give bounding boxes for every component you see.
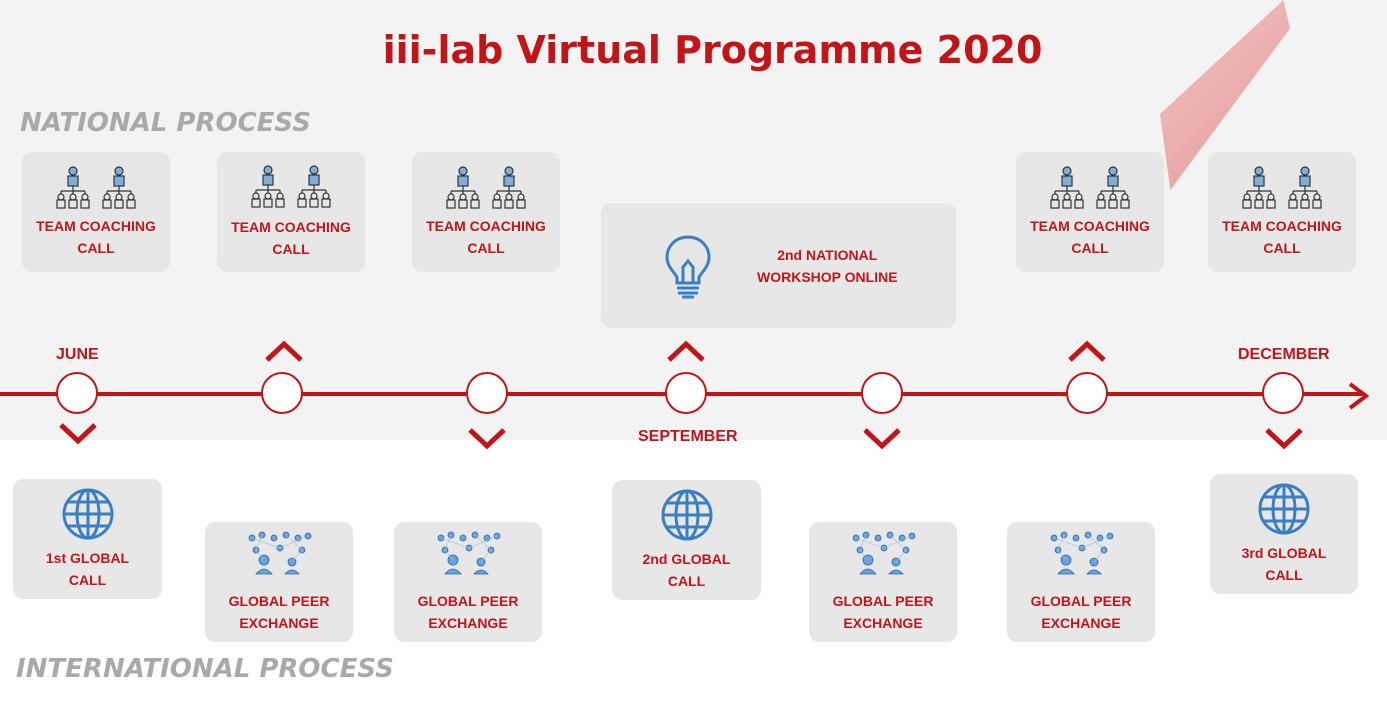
card-label: 3rd GLOBAL CALL	[1242, 542, 1327, 586]
card-label-line2: CALL	[1263, 240, 1301, 256]
card-label-line1: GLOBAL PEER	[228, 593, 330, 609]
card-label: TEAM COACHING CALL	[36, 215, 156, 259]
card-label: 2nd NATIONAL WORKSHOP ONLINE	[757, 244, 898, 288]
international-card-5: GLOBAL PEER EXCHANGE	[809, 522, 957, 642]
card-label-line2: CALL	[77, 240, 115, 256]
month-label-september: SEPTEMBER	[638, 428, 738, 445]
card-label-line1: TEAM COACHING	[426, 218, 546, 234]
card-label-line1: GLOBAL PEER	[1030, 593, 1132, 609]
chevron-up-icon	[265, 340, 303, 362]
international-card-1: 1st GLOBAL CALL	[13, 479, 162, 599]
card-label: GLOBAL PEER EXCHANGE	[229, 590, 330, 634]
card-label: TEAM COACHING CALL	[426, 215, 546, 259]
card-label: GLOBAL PEER EXCHANGE	[1031, 590, 1132, 634]
card-label-line1: 2nd NATIONAL	[777, 246, 878, 263]
card-label-line1: 3rd GLOBAL	[1241, 545, 1327, 561]
international-card-2: GLOBAL PEER EXCHANGE	[205, 522, 353, 642]
people-network-icon	[852, 531, 916, 575]
card-label-line2: EXCHANGE	[843, 615, 923, 631]
chevron-up-icon	[667, 340, 705, 362]
national-card-3: TEAM COACHING CALL	[412, 152, 560, 272]
card-label-line1: TEAM COACHING	[1030, 218, 1150, 234]
card-label-line1: 1st GLOBAL	[45, 550, 130, 566]
globe-icon	[1258, 483, 1310, 535]
card-label: 1st GLOBAL CALL	[46, 547, 129, 591]
card-label: 2nd GLOBAL CALL	[643, 548, 731, 592]
international-card-3: GLOBAL PEER EXCHANGE	[394, 522, 542, 642]
card-label-line2: EXCHANGE	[1041, 615, 1121, 631]
card-label: GLOBAL PEER EXCHANGE	[418, 590, 519, 634]
team-hierarchy-icon	[1242, 166, 1322, 209]
timeline-node-december	[1262, 372, 1304, 414]
timeline-node-june	[56, 372, 98, 414]
month-label-june: JUNE	[56, 346, 99, 363]
timeline-node-october	[861, 372, 903, 414]
globe-icon	[62, 488, 113, 540]
card-label-line2: WORKSHOP ONLINE	[757, 268, 898, 285]
card-label-line2: CALL	[667, 573, 706, 589]
timeline-node-august	[466, 372, 508, 414]
chevron-up-icon	[1068, 340, 1106, 362]
card-label-line1: GLOBAL PEER	[832, 593, 934, 609]
timeline-node-july	[261, 372, 303, 414]
team-hierarchy-icon	[56, 166, 136, 209]
national-card-5: TEAM COACHING CALL	[1016, 152, 1164, 272]
people-network-icon	[248, 531, 312, 575]
card-label-line2: EXCHANGE	[239, 615, 319, 631]
team-hierarchy-icon	[446, 166, 526, 209]
national-card-6: TEAM COACHING CALL	[1208, 152, 1356, 272]
card-label-line2: CALL	[68, 572, 107, 588]
card-label-line2: CALL	[1071, 240, 1109, 256]
card-label-line1: 2nd GLOBAL	[642, 551, 731, 567]
card-label-line1: TEAM COACHING	[231, 219, 351, 235]
timeline-node-november	[1066, 372, 1108, 414]
card-label: TEAM COACHING CALL	[1030, 215, 1150, 259]
card-label-line2: CALL	[467, 240, 505, 256]
card-label: TEAM COACHING CALL	[231, 216, 351, 260]
team-hierarchy-icon	[1050, 166, 1130, 209]
timeline-arrowhead	[1348, 382, 1370, 410]
chevron-down-icon	[1265, 428, 1303, 450]
national-process-label: NATIONAL PROCESS	[20, 108, 311, 138]
chevron-down-icon	[59, 423, 97, 445]
card-label: TEAM COACHING CALL	[1222, 215, 1342, 259]
national-card-1: TEAM COACHING CALL	[22, 152, 170, 272]
page-title: iii-lab Virtual Programme 2020	[382, 28, 1043, 72]
people-network-icon	[437, 531, 501, 575]
globe-icon	[661, 489, 712, 541]
international-card-4: 2nd GLOBAL CALL	[612, 480, 761, 600]
card-label: GLOBAL PEER EXCHANGE	[833, 590, 934, 634]
national-card-4: 2nd NATIONAL WORKSHOP ONLINE	[601, 203, 956, 328]
lightbulb-icon	[665, 234, 711, 298]
international-card-7: 3rd GLOBAL CALL	[1210, 474, 1358, 594]
card-label-line1: TEAM COACHING	[1222, 218, 1342, 234]
card-label-line2: CALL	[272, 241, 310, 257]
card-label-line2: CALL	[1265, 567, 1303, 583]
chevron-down-icon	[863, 428, 901, 450]
month-label-december: DECEMBER	[1238, 346, 1330, 363]
team-hierarchy-icon	[251, 165, 331, 208]
people-network-icon	[1050, 531, 1114, 575]
card-label-line1: GLOBAL PEER	[417, 593, 519, 609]
chevron-down-icon	[468, 428, 506, 450]
national-card-2: TEAM COACHING CALL	[217, 152, 365, 272]
international-process-label: INTERNATIONAL PROCESS	[16, 654, 394, 684]
timeline-node-september	[665, 372, 707, 414]
card-label-line2: EXCHANGE	[428, 615, 508, 631]
international-card-6: GLOBAL PEER EXCHANGE	[1007, 522, 1155, 642]
card-label-line1: TEAM COACHING	[36, 218, 156, 234]
